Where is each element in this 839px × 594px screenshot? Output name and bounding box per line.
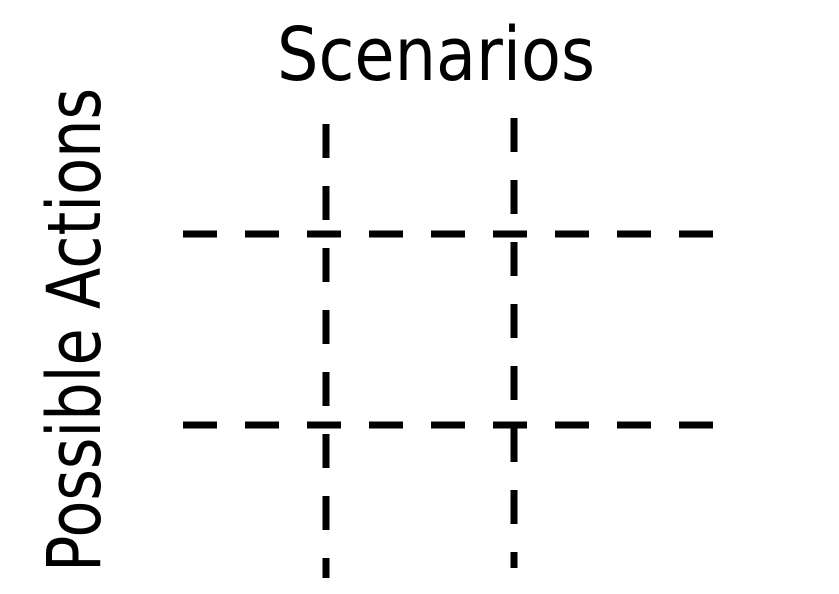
grid xyxy=(183,118,727,578)
column-axis-label: Scenarios xyxy=(277,12,595,98)
row-axis-label: Possible Actions xyxy=(32,88,118,572)
